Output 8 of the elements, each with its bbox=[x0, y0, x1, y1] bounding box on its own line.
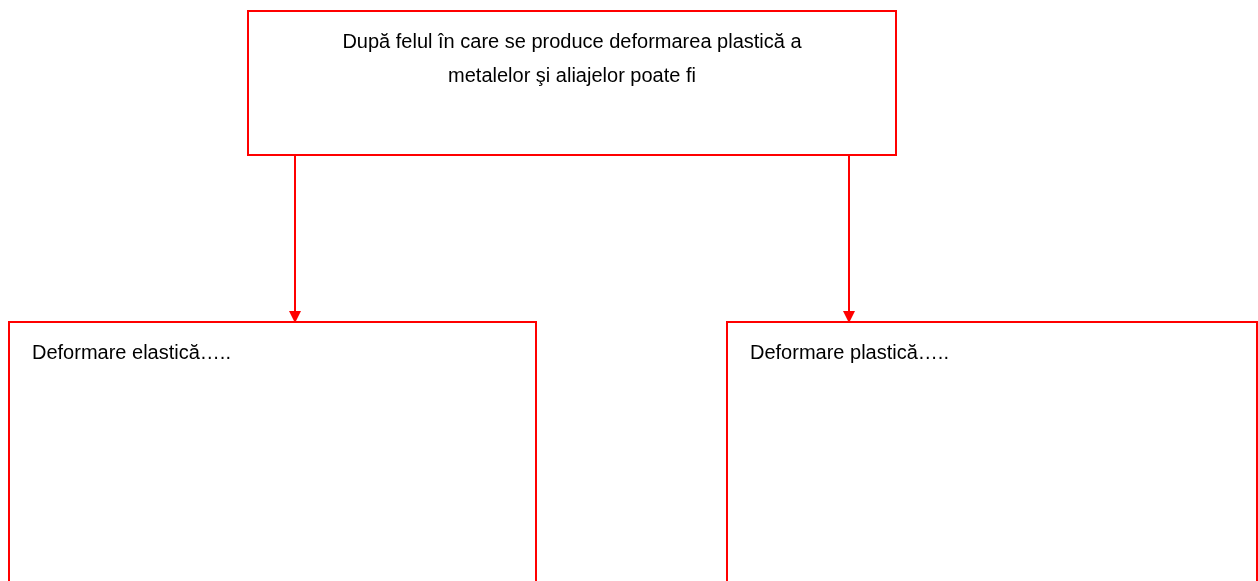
box-text: După felul în care se produce deformarea plastică a metalelor şi aliajelor poate fi bbox=[341, 29, 803, 88]
arrow bbox=[843, 155, 855, 323]
text-box bbox=[247, 10, 897, 156]
text-box bbox=[726, 321, 1258, 581]
text-box bbox=[8, 321, 537, 581]
box-text: Deformare elastică….. bbox=[32, 340, 232, 365]
arrow bbox=[289, 155, 301, 323]
box-text: Deformare plastică….. bbox=[750, 340, 950, 365]
